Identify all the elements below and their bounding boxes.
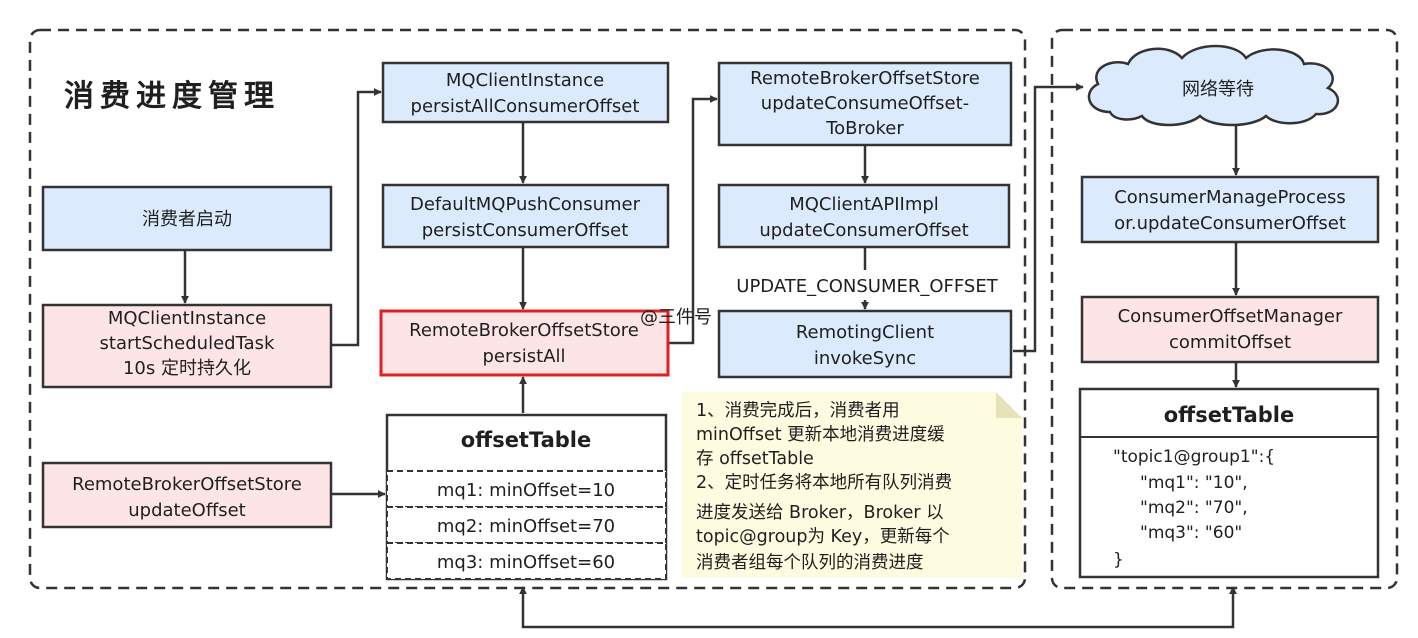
svg-text:"mq3": "60": "mq3": "60" (1140, 523, 1242, 543)
arrow-persist-all-to-update-to-broker (669, 95, 718, 345)
svg-text:10s 定时持久化: 10s 定时持久化 (123, 358, 251, 379)
svg-text:消费者启动: 消费者启动 (142, 209, 232, 230)
svg-text:startScheduledTask: startScheduledTask (100, 333, 275, 354)
diagram-title: 消费进度管理 (64, 79, 280, 114)
update-to-broker-node: RemoteBrokerOffsetStore updateConsumeOff… (717, 61, 1013, 147)
consumer-manage-processor-node: ConsumerManageProcess or.updateConsumerO… (1080, 175, 1380, 244)
consumer-offset-manager-node: ConsumerOffsetManager commitOffset (1080, 295, 1380, 364)
svg-text:ConsumerOffsetManager: ConsumerOffsetManager (1118, 306, 1343, 327)
arrow-remoting-to-network (1013, 83, 1084, 353)
svg-text:2、定时任务将本地所有队列消费: 2、定时任务将本地所有队列消费 (696, 473, 952, 493)
svg-text:persistAll: persistAll (482, 346, 565, 367)
svg-text:persistConsumerOffset: persistConsumerOffset (422, 220, 629, 241)
svg-text:"mq2": "70",: "mq2": "70", (1140, 498, 1248, 518)
broker-update-offset-node: RemoteBrokerOffsetStore updateOffset (41, 461, 333, 529)
push-consumer-persist-node: DefaultMQPushConsumer persistConsumerOff… (381, 183, 670, 249)
persist-all-node: RemoteBrokerOffsetStore persistAll (379, 309, 670, 377)
svg-text:1、消费完成后，消费者用: 1、消费完成后，消费者用 (696, 401, 900, 421)
persist-all-consumer-offset-node: MQClientInstance persistAllConsumerOffse… (381, 61, 670, 124)
consumer-start-node: 消费者启动 (41, 185, 333, 252)
svg-text:ToBroker: ToBroker (825, 118, 904, 139)
svg-text:updateOffset: updateOffset (128, 500, 246, 521)
client-offset-table: offsetTable mq1: minOffset=10 mq2: minOf… (385, 413, 668, 581)
svg-text:进度发送给 Broker，Broker 以: 进度发送给 Broker，Broker 以 (696, 503, 944, 523)
arrow-task-to-persist-all-consumer (331, 88, 382, 347)
table-row (386, 542, 667, 580)
svg-text:minOffset 更新本地消费进度缓: minOffset 更新本地消费进度缓 (696, 425, 945, 445)
start-scheduled-task-node: MQClientInstance startScheduledTask 10s … (41, 303, 333, 389)
svg-text:RemoteBrokerOffsetStore: RemoteBrokerOffsetStore (409, 320, 639, 341)
svg-text:MQClientInstance: MQClientInstance (446, 70, 604, 91)
svg-text:persistAllConsumerOffset: persistAllConsumerOffset (411, 96, 640, 117)
broker-offset-table-title: offsetTable (1164, 403, 1294, 427)
svg-text:ConsumerManageProcess: ConsumerManageProcess (1114, 187, 1346, 208)
svg-text:MQClientAPIImpl: MQClientAPIImpl (789, 194, 939, 215)
svg-text:topic@group为 Key，更新每个: topic@group为 Key，更新每个 (696, 527, 950, 547)
svg-text:"mq1": "10",: "mq1": "10", (1140, 473, 1248, 493)
svg-text:invokeSync: invokeSync (814, 348, 916, 369)
explanation-note: 1、消费完成后，消费者用 minOffset 更新本地消费进度缓 存 offse… (682, 392, 1022, 578)
client-offset-table-title: offsetTable (461, 428, 591, 452)
svg-text:or.updateConsumerOffset: or.updateConsumerOffset (1114, 213, 1346, 234)
broker-offset-table: offsetTable "topic1@group1":{ "mq1": "10… (1078, 387, 1380, 579)
svg-text:RemoteBrokerOffsetStore: RemoteBrokerOffsetStore (72, 474, 302, 495)
broker-frame (1050, 28, 1399, 590)
svg-text:RemoteBrokerOffsetStore: RemoteBrokerOffsetStore (750, 68, 980, 89)
watermark: @三件号 (640, 307, 712, 328)
svg-text:"topic1@group1":{: "topic1@group1":{ (1113, 447, 1275, 467)
svg-text:RemotingClient: RemotingClient (796, 322, 934, 343)
svg-text:mq2: minOffset=70: mq2: minOffset=70 (437, 516, 615, 537)
svg-text:MQClientInstance: MQClientInstance (108, 308, 266, 329)
svg-text:DefaultMQPushConsumer: DefaultMQPushConsumer (410, 194, 641, 215)
remoting-client-node: RemotingClient invokeSync (717, 309, 1013, 379)
svg-text:mq1: minOffset=10: mq1: minOffset=10 (437, 480, 615, 501)
request-code-label-bg (716, 270, 1019, 300)
svg-text:网络等待: 网络等待 (1182, 79, 1254, 100)
svg-text:}: } (1113, 550, 1124, 570)
svg-text:存 offsetTable: 存 offsetTable (696, 449, 814, 469)
request-code-label: UPDATE_CONSUMER_OFFSET (736, 276, 998, 297)
svg-text:消费者组每个队列的消费进度: 消费者组每个队列的消费进度 (696, 553, 924, 573)
arrow-sync-between-groups (519, 586, 1237, 629)
network-wait-cloud: 网络等待 (1087, 44, 1340, 127)
mq-client-api-impl-node: MQClientAPIImpl updateConsumerOffset (717, 183, 1011, 249)
client-frame (28, 28, 1027, 590)
svg-text:updateConsumeOffset-: updateConsumeOffset- (761, 93, 969, 114)
svg-text:mq3: minOffset=60: mq3: minOffset=60 (437, 552, 615, 573)
svg-text:@三件号: @三件号 (640, 307, 712, 328)
svg-text:updateConsumerOffset: updateConsumerOffset (759, 220, 968, 241)
svg-text:commitOffset: commitOffset (1169, 332, 1291, 353)
